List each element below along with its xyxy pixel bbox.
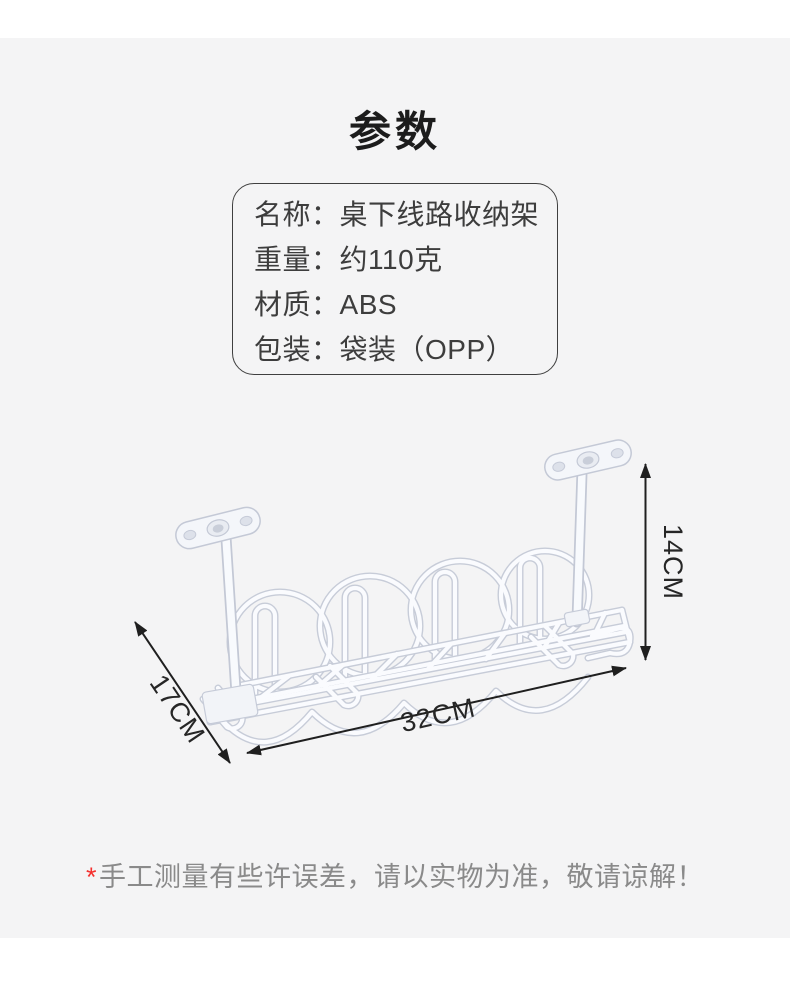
right-mounting-plate <box>544 439 632 481</box>
depth-dimension-label: 17CM <box>144 669 211 749</box>
spec-value: 约110克 <box>339 244 443 275</box>
spec-value: 袋装（OPP） <box>339 334 515 365</box>
spec-box: 名称：桌下线路收纳架 重量：约110克 材质：ABS 包装：袋装（OPP） <box>232 183 558 375</box>
left-mounting-plate <box>175 506 261 550</box>
spec-label: 材质 <box>254 289 312 320</box>
spec-row-weight: 重量：约110克 <box>254 237 557 282</box>
spec-row-material: 材质：ABS <box>254 282 557 327</box>
spec-label: 重量 <box>254 244 312 275</box>
page-title: 参数 <box>348 108 441 155</box>
spec-colon: ： <box>311 199 340 230</box>
spec-colon: ： <box>311 334 340 365</box>
footnote-text: 手工测量有些许误差，请以实物为准，敬请谅解！ <box>99 862 704 892</box>
spec-value: 桌下线路收纳架 <box>339 199 540 230</box>
spec-row-packaging: 包装：袋装（OPP） <box>254 327 557 372</box>
right-support-post <box>571 466 588 628</box>
height-dimension-label: 14CM <box>658 524 688 600</box>
spec-label: 名称 <box>254 199 312 230</box>
spec-colon: ： <box>311 289 340 320</box>
footnote-asterisk: * <box>85 862 97 892</box>
content-band <box>0 38 790 938</box>
length-dimension-label: 32CM <box>398 692 479 738</box>
spec-row-name: 名称：桌下线路收纳架 <box>254 192 557 237</box>
length-dimension-arrow <box>246 665 627 756</box>
spec-label: 包装 <box>254 334 312 365</box>
spec-value: ABS <box>339 289 398 320</box>
left-support-post <box>220 532 242 698</box>
left-foot-plate <box>201 683 259 725</box>
product-illustration: 14CM 17CM 32CM <box>134 439 688 764</box>
footnote: *手工测量有些许误差，请以实物为准，敬请谅解！ <box>0 862 790 893</box>
spec-colon: ： <box>311 244 340 275</box>
post-rail-bracket <box>563 608 591 628</box>
depth-dimension-arrow <box>134 621 231 764</box>
